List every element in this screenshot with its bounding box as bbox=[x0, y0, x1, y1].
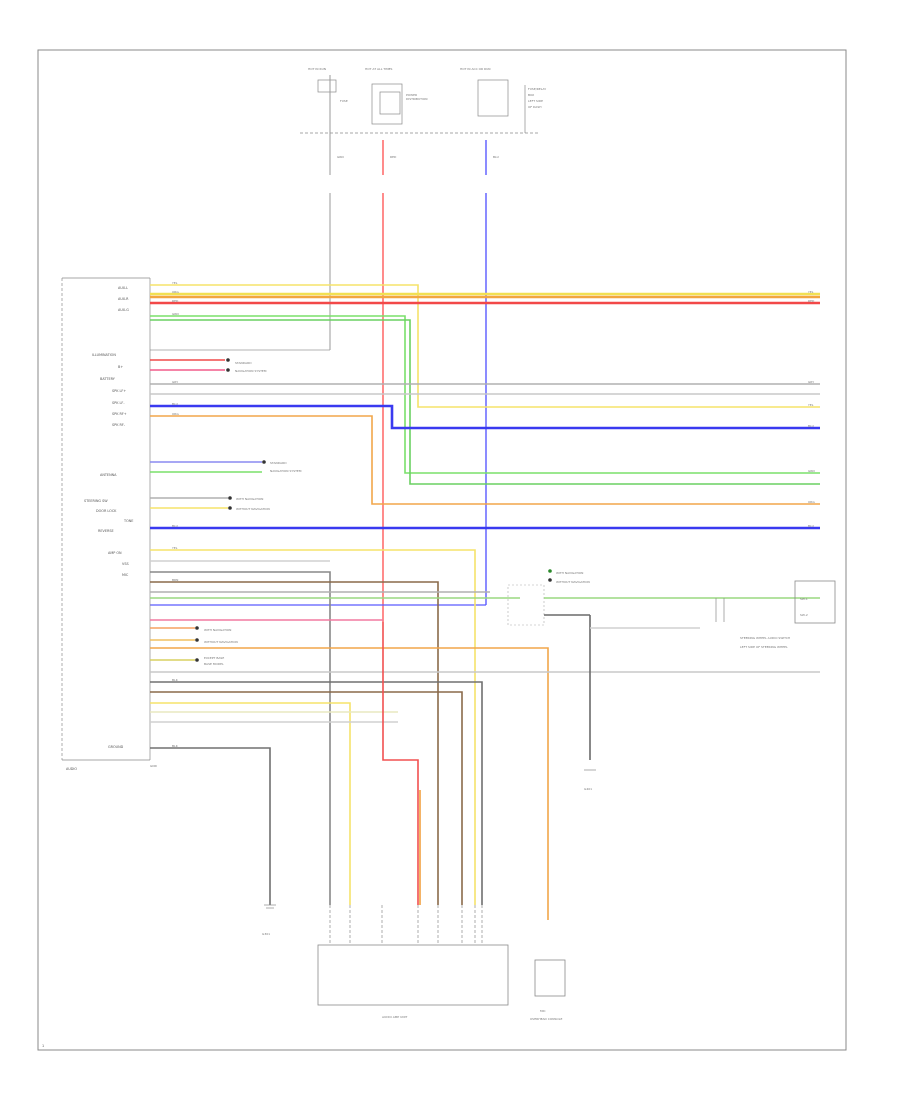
svg-text:BRN: BRN bbox=[172, 578, 178, 582]
page-reference: 1 bbox=[42, 1044, 44, 1048]
svg-text:NAVIGATION SYSTEM: NAVIGATION SYSTEM bbox=[235, 369, 267, 373]
svg-text:BLU: BLU bbox=[172, 402, 178, 406]
svg-text:WITHOUT NAVIGATION: WITHOUT NAVIGATION bbox=[236, 507, 270, 511]
svg-text:STANDARD: STANDARD bbox=[235, 361, 252, 365]
svg-text:WITH NAVIGATION: WITH NAVIGATION bbox=[236, 497, 263, 501]
module-label-b-plus: B+ bbox=[118, 365, 123, 369]
svg-text:EXCEPT BASE: EXCEPT BASE bbox=[204, 656, 224, 660]
svg-text:FUSE: FUSE bbox=[340, 99, 348, 103]
svg-text:GRY: GRY bbox=[808, 380, 814, 384]
module-label-spk-lf-plus: SPK LF+ bbox=[112, 389, 126, 393]
module-label-ground: GROUND bbox=[108, 745, 124, 749]
ground-g401: G401 bbox=[584, 787, 592, 791]
module-label-tone: TONE bbox=[123, 519, 133, 523]
svg-text:SW-2: SW-2 bbox=[800, 613, 808, 617]
svg-text:WITH NAVIGATION: WITH NAVIGATION bbox=[556, 571, 583, 575]
mic-sub: OVERHEAD CONSOLE bbox=[530, 1017, 562, 1021]
module-label-illumination: ILLUMINATION bbox=[92, 353, 116, 357]
module-label-aux-g: AUX-G bbox=[118, 308, 129, 312]
svg-text:WITHOUT NAVIGATION: WITHOUT NAVIGATION bbox=[556, 580, 590, 584]
module-label-aux-r: AUX-R bbox=[118, 297, 129, 301]
fuse-block: HOT IN RUN HOT AT ALL TIMES HOT IN ACC O… bbox=[300, 67, 546, 134]
svg-text:BLK: BLK bbox=[172, 678, 179, 682]
svg-text:GRN: GRN bbox=[808, 469, 815, 473]
audio-amp-connector: AUDIO AMP UNIT bbox=[317, 905, 509, 1019]
audio-module: AUDIO GND AUX-L AUX-R AUX-G ILLUMINATION… bbox=[61, 277, 158, 771]
module-label-antenna: ANTENNA bbox=[100, 473, 117, 477]
option-callouts: STANDARD NAVIGATION SYSTEM STANDARD NAVI… bbox=[195, 358, 302, 666]
svg-text:FUSE/RELAY: FUSE/RELAY bbox=[528, 87, 546, 91]
svg-text:BLK: BLK bbox=[172, 744, 179, 748]
module-label-spk-lf-minus: SPK LF- bbox=[112, 401, 125, 405]
svg-text:BLU: BLU bbox=[172, 524, 178, 528]
svg-text:SW-1: SW-1 bbox=[800, 597, 808, 601]
svg-text:RED: RED bbox=[808, 299, 815, 303]
svg-text:GRN: GRN bbox=[337, 155, 344, 159]
module-label-reverse: REVERSE bbox=[98, 529, 114, 533]
svg-text:HOT IN RUN: HOT IN RUN bbox=[308, 67, 326, 71]
steering-switch-label: STEERING WHEEL AUDIO SWITCH bbox=[740, 636, 790, 640]
svg-text:YEL: YEL bbox=[172, 546, 178, 550]
svg-text:G301: G301 bbox=[262, 932, 270, 936]
svg-text:RED: RED bbox=[390, 155, 397, 159]
svg-text:WITHOUT NAVIGATION: WITHOUT NAVIGATION bbox=[204, 640, 238, 644]
wire-color-labels: YEL ORG RED GRN GRY BLU ORG BLU YEL BRN … bbox=[172, 281, 815, 748]
horizontal-wires bbox=[150, 284, 820, 920]
svg-text:GND: GND bbox=[150, 764, 158, 768]
diagram-frame bbox=[37, 49, 847, 1051]
module-label-spk-rf-plus: SPK RF+ bbox=[112, 412, 127, 416]
svg-text:HOT IN ACC OR RUN: HOT IN ACC OR RUN bbox=[460, 67, 491, 71]
svg-text:GRN: GRN bbox=[172, 312, 179, 316]
module-label-mic: MIC bbox=[122, 573, 129, 577]
svg-text:ORG: ORG bbox=[808, 500, 815, 504]
svg-text:WITH NAVIGATION: WITH NAVIGATION bbox=[204, 628, 231, 632]
svg-text:DISTRIBUTION: DISTRIBUTION bbox=[406, 97, 427, 101]
svg-text:BLU: BLU bbox=[493, 155, 499, 159]
svg-text:NAVIGATION SYSTEM: NAVIGATION SYSTEM bbox=[270, 469, 302, 473]
ground-g301: G301 bbox=[262, 904, 276, 936]
svg-text:YEL: YEL bbox=[172, 281, 178, 285]
steering-switch-connector bbox=[794, 580, 836, 624]
svg-text:OF DASH: OF DASH bbox=[528, 105, 542, 109]
module-label-door-lock: DOOR LOCK bbox=[96, 509, 117, 513]
fuse-feed-wires: GRN RED BLU bbox=[150, 75, 499, 622]
svg-text:YEL: YEL bbox=[808, 403, 814, 407]
mic-label: MIC bbox=[540, 1009, 546, 1013]
svg-text:YEL: YEL bbox=[808, 290, 814, 294]
svg-text:POWER: POWER bbox=[406, 93, 417, 97]
mic-block: MIC OVERHEAD CONSOLE bbox=[530, 959, 566, 1021]
svg-text:BOX: BOX bbox=[528, 93, 534, 97]
svg-text:GRY: GRY bbox=[172, 380, 178, 384]
module-label-battery: BATTERY bbox=[100, 377, 116, 381]
steering-switch-block: WITH NAVIGATION WITHOUT NAVIGATION SW-1 … bbox=[507, 569, 836, 791]
module-label-spk-rf-minus: SPK RF- bbox=[112, 423, 126, 427]
svg-text:AUDIO: AUDIO bbox=[66, 767, 77, 771]
svg-text:HOT AT ALL TIMES: HOT AT ALL TIMES bbox=[365, 67, 393, 71]
svg-text:BLU: BLU bbox=[808, 424, 814, 428]
module-label-amp-on: AMP ON bbox=[108, 551, 122, 555]
svg-text:BASE MODEL: BASE MODEL bbox=[204, 662, 224, 666]
svg-text:STANDARD: STANDARD bbox=[270, 461, 287, 465]
svg-text:RED: RED bbox=[172, 299, 179, 303]
svg-text:ORG: ORG bbox=[172, 290, 179, 294]
steering-switch-sub: LEFT SIDE OF STEERING WHEEL bbox=[740, 645, 788, 649]
svg-text:LEFT SIDE: LEFT SIDE bbox=[528, 99, 543, 103]
svg-text:BLU: BLU bbox=[808, 524, 814, 528]
audio-amp-label: AUDIO AMP UNIT bbox=[382, 1015, 407, 1019]
module-label-steering-sw: STEERING SW bbox=[84, 499, 108, 503]
module-label-vss: VSS bbox=[122, 562, 129, 566]
svg-text:ORG: ORG bbox=[172, 412, 179, 416]
module-label-aux-l: AUX-L bbox=[118, 286, 128, 290]
